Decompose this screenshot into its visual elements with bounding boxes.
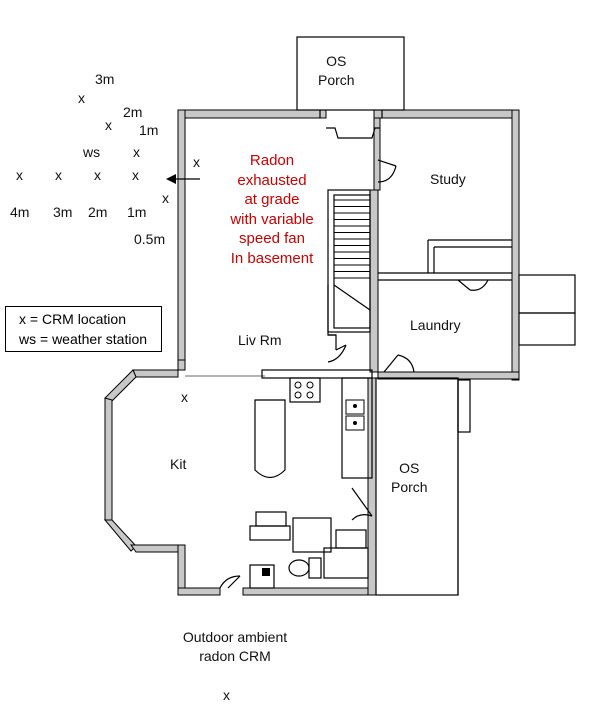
- crm-marker: x: [181, 389, 188, 405]
- legend-crm-line: x = CRM location: [19, 311, 126, 327]
- legend-box: x = CRM location ws = weather station: [5, 306, 162, 352]
- distance-label-3m-upper: 3m: [95, 71, 115, 87]
- stair-landing-line: [333, 284, 371, 311]
- distance-label-2m-upper: 2m: [123, 104, 143, 120]
- kitchen-label: Kit: [170, 456, 187, 472]
- kitchen-fixtures: [262, 381, 365, 576]
- interior-walls: [185, 36, 576, 596]
- distance-label-2m: 2m: [88, 204, 108, 220]
- crm-marker: x: [133, 144, 140, 160]
- distance-label-0-5m: 0.5m: [134, 231, 166, 247]
- crm-marker: x: [162, 190, 169, 206]
- outdoor-crm-marker: x: [223, 687, 230, 703]
- legend-ws-line: ws = weather station: [19, 331, 148, 347]
- distance-label-4m: 4m: [10, 204, 30, 220]
- crm-marker: x: [55, 167, 62, 183]
- crm-marker: x: [78, 90, 85, 106]
- crm-marker: x: [16, 167, 23, 183]
- distance-label-3m: 3m: [53, 204, 73, 220]
- weather-station-label: ws: [83, 144, 101, 160]
- crm-marker: x: [132, 167, 139, 183]
- study-label: Study: [430, 171, 466, 187]
- distance-label-1m: 1m: [127, 204, 147, 220]
- crm-marker: x: [94, 167, 101, 183]
- exterior-walls: [103, 109, 520, 596]
- crm-marker: x: [193, 154, 200, 170]
- radon-note: Radon exhausted at grade with variable s…: [230, 152, 314, 267]
- crm-marker: x: [105, 117, 112, 133]
- distance-label-1m-upper: 1m: [139, 122, 159, 138]
- laundry-label: Laundry: [410, 317, 461, 333]
- direction-arrow: [166, 174, 200, 184]
- living-room-label: Liv Rm: [238, 332, 282, 348]
